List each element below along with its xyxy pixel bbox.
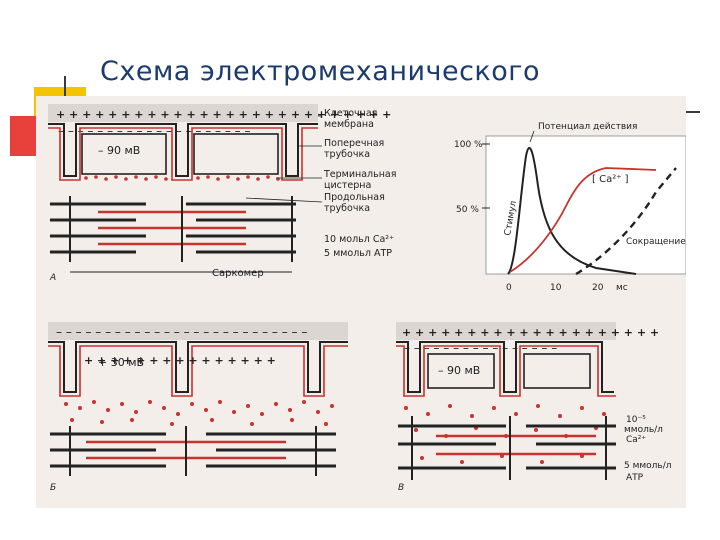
svg-text:– – – – – – – – – – – – – –: – – – – – – – – – – – – – – – – – – – – [58,124,250,138]
slide-title: Схема электромеханического [100,56,540,87]
label-t-tubule-1: Поперечная [324,138,384,149]
panel-c-letter: В [398,483,404,493]
panel-c: + + + + + + + + + + + + + + + + + + + + … [396,322,672,493]
panel-c-ca-1: 10⁻⁵ [626,415,646,425]
label-membrane-2: мембрана [324,119,374,130]
graph-contraction-label: Сокращение [626,237,686,247]
graph-x-tick-0: 0 [506,283,512,293]
svg-text:– – – – – – – – – – – – – – –: – – – – – – – – – – – – – – – – [404,341,557,355]
label-cistern-2: цистерна [324,180,371,191]
panel-a-sarcomere-label: Саркомер [212,268,264,279]
graph-x-unit: мс [616,283,628,293]
graph-x-tick-10: 10 [550,283,562,293]
graph-action-potential-label: Потенциал действия [538,122,637,132]
panel-b-letter: Б [50,483,56,493]
panel-a-letter: А [49,273,56,283]
graph-x-tick-20: 20 [592,283,604,293]
label-calcium: 10 мольл Ca²⁺ [324,234,394,245]
graph-y-tick-50: 50 % [456,205,479,215]
panel-a: + + + + + + + + + + + + + + + + + + + + … [48,104,396,283]
panel-c-potential: – 90 мВ [438,364,480,377]
label-atp: 5 ммольл АТР [324,248,392,259]
timing-graph: 100 % 50 % 0 10 20 мс Потенциал действия… [454,122,686,293]
label-membrane-1: Клеточная [324,108,377,119]
figure-image: + + + + + + + + + + + + + + + + + + + + … [36,96,686,508]
graph-calcium-label: [ Ca²⁺ ] [592,174,629,185]
panel-b-potential: + 30 мВ [98,356,144,369]
graph-y-tick-100: 100 % [454,140,483,150]
label-t-tubule-2: трубочка [324,149,370,160]
panel-c-ca-3: Ca²⁺ [626,435,646,445]
panel-b: – – – – – – – – – – – – – – – – – – – – … [48,322,348,493]
panel-c-atp-1: 5 ммоль/л [624,461,672,471]
panel-c-atp-2: АТР [626,473,644,483]
label-long-tubule-1: Продольная [324,192,385,203]
panel-c-ca-2: ммоль/л [624,425,663,435]
label-cistern-1: Терминальная [323,169,396,180]
svg-text:+ + + + + + + + + + + + + + +: + + + + + + + + + + + + + + + + + + + + [402,326,659,339]
label-long-tubule-2: трубочка [324,203,370,214]
svg-text:– – – – – – – – – – – – – – –: – – – – – – – – – – – – – – – – – – – – … [56,325,307,339]
panel-a-potential: – 90 мВ [98,144,140,157]
